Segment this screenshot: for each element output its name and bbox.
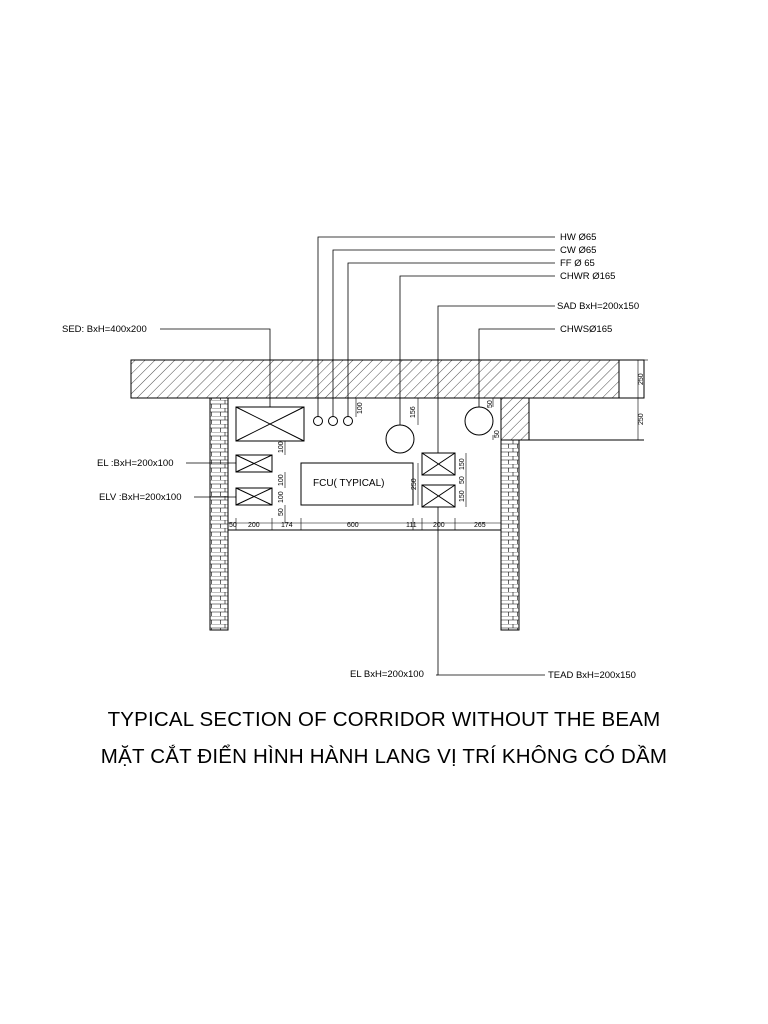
dim-gap-265: 265 [474, 522, 486, 529]
dim-el-gap: 100 [278, 474, 285, 486]
dim-elv-gap2: 50 [278, 508, 285, 516]
chws-pipe [464, 406, 494, 436]
dim-sad-gap: 50 [459, 476, 466, 484]
dim-slab: 250 [638, 373, 645, 385]
dim-fcu-height: 250 [411, 478, 418, 490]
chwr-pipe [385, 424, 415, 454]
ff-label: FF Ø 65 [560, 258, 595, 269]
sad-label: SAD BxH=200x150 [557, 301, 639, 312]
el-left-label: EL :BxH=200x100 [97, 458, 174, 469]
fcu-label: FCU( TYPICAL) [313, 478, 385, 489]
sed-label: SED: BxH=400x200 [62, 324, 147, 335]
dim-gap-174: 174 [281, 522, 293, 529]
dim-pipe-gap: 100 [357, 402, 364, 414]
title-english: TYPICAL SECTION OF CORRIDOR WITHOUT THE … [107, 708, 661, 731]
ff-pipe [343, 416, 353, 426]
el-bottom-label: EL BxH=200x100 [350, 669, 424, 680]
left-brick-wall [209, 397, 229, 631]
dim-tead-height: 150 [459, 490, 466, 502]
tead-duct [421, 484, 456, 508]
hw-label: HW Ø65 [560, 232, 596, 243]
hw-pipe [313, 416, 323, 426]
dim-gap-111: 111 [406, 522, 417, 529]
dim-sed-gap: 100 [278, 441, 285, 453]
concrete-slab [130, 359, 620, 399]
dim-chwr-gap: 156 [410, 406, 417, 418]
dim-sad-height: 150 [459, 458, 466, 470]
chwr-label: CHWR Ø165 [560, 271, 615, 282]
fcu-unit [300, 462, 414, 506]
dim-chws-bottom: 50 [494, 430, 501, 438]
sed-duct [235, 406, 305, 442]
cw-pipe [328, 416, 338, 426]
dim-tray-width: 200 [248, 522, 260, 529]
corridor-section-drawing: HW Ø65 CW Ø65 FF Ø 65 CHWR Ø165 SAD BxH=… [62, 232, 648, 681]
dim-beam: 250 [638, 413, 645, 425]
elv-label: ELV :BxH=200x100 [99, 492, 181, 503]
beam-stub [500, 397, 530, 441]
elv-tray [235, 487, 273, 506]
cw-label: CW Ø65 [560, 245, 596, 256]
el-tray-left [235, 454, 273, 473]
right-brick-wall [500, 439, 520, 631]
chws-label: CHWSØ165 [560, 324, 612, 335]
sad-duct [421, 452, 456, 476]
title-vietnamese: MẶT CẮT ĐIỂN HÌNH HÀNH LANG VỊ TRÍ KHÔNG… [100, 745, 668, 768]
dim-duct-width: 200 [433, 522, 445, 529]
dim-chws-top: 50 [487, 400, 494, 408]
tead-label: TEAD BxH=200x150 [548, 670, 636, 681]
dim-fcu-width: 600 [347, 522, 359, 529]
dim-elv-gap: 100 [278, 491, 285, 503]
dim-wall-gap: 50 [229, 522, 237, 529]
